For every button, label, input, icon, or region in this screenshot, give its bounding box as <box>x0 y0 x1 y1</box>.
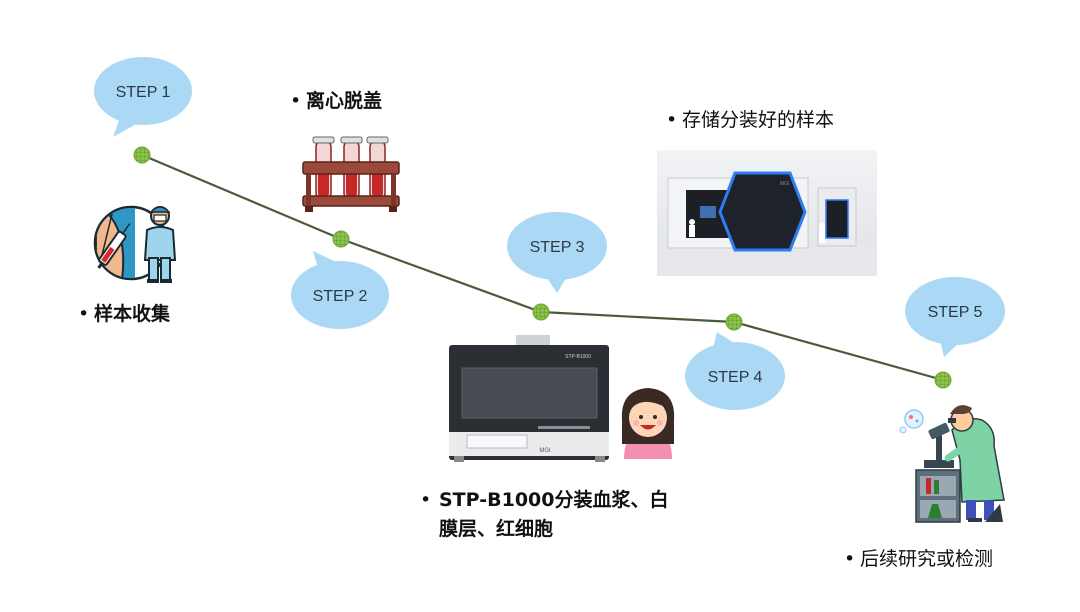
test-tube-rack-icon <box>302 136 400 212</box>
storage-system-image: MGI <box>657 150 877 276</box>
step-3-label: STEP 3 <box>530 239 585 256</box>
bullet: • <box>290 90 302 112</box>
step-3-node <box>532 303 550 321</box>
step-2-caption: •离心脱盖 <box>290 89 382 115</box>
step-4-label: STEP 4 <box>708 369 763 386</box>
bullet: • <box>420 489 432 511</box>
step-1-caption: •样本收集 <box>78 302 170 328</box>
bullet: • <box>78 303 90 325</box>
sample-separator-device-image: STP-B1000 MGI <box>449 335 609 462</box>
step-5-node <box>934 371 952 389</box>
step-2-label: STEP 2 <box>313 288 368 305</box>
step-5-caption-text: 后续研究或检测 <box>860 548 994 570</box>
step-3-bubble: STEP 3 <box>507 212 607 293</box>
storage-brand-text: MGI <box>780 181 789 187</box>
microscope-researcher-icon <box>899 405 1005 523</box>
step-3-caption: • STP-B1000分装血浆、白 膜层、红细胞 <box>420 486 669 545</box>
step-5-caption: •后续研究或检测 <box>844 547 993 573</box>
step-3-caption-line1: STP-B1000分装血浆、白 <box>439 489 669 511</box>
step-2-node <box>332 230 350 248</box>
step-3-caption-line2: 膜层、红细胞 <box>439 518 554 541</box>
step-4-caption: •存储分装好的样本 <box>666 108 834 134</box>
device-brand-text: MGI <box>539 448 551 454</box>
step-1-caption-text: 样本收集 <box>94 303 171 325</box>
step-4-node <box>725 313 743 331</box>
smiling-woman-icon <box>621 388 675 459</box>
collection-worker-icon <box>93 205 177 283</box>
step-2-bubble: STEP 2 <box>291 251 389 329</box>
step-1-label: STEP 1 <box>116 84 171 101</box>
step-5-bubble: STEP 5 <box>905 277 1005 357</box>
step-2-caption-text: 离心脱盖 <box>306 90 383 112</box>
step-5-label: STEP 5 <box>928 304 983 321</box>
step-1-node <box>133 146 151 164</box>
step-4-caption-text: 存储分装好的样本 <box>682 109 835 131</box>
device-model-text: STP-B1000 <box>565 354 591 360</box>
bullet: • <box>844 548 856 570</box>
bullet: • <box>666 109 678 131</box>
step-1-bubble: STEP 1 <box>94 57 192 137</box>
step-4-bubble: STEP 4 <box>685 332 785 410</box>
